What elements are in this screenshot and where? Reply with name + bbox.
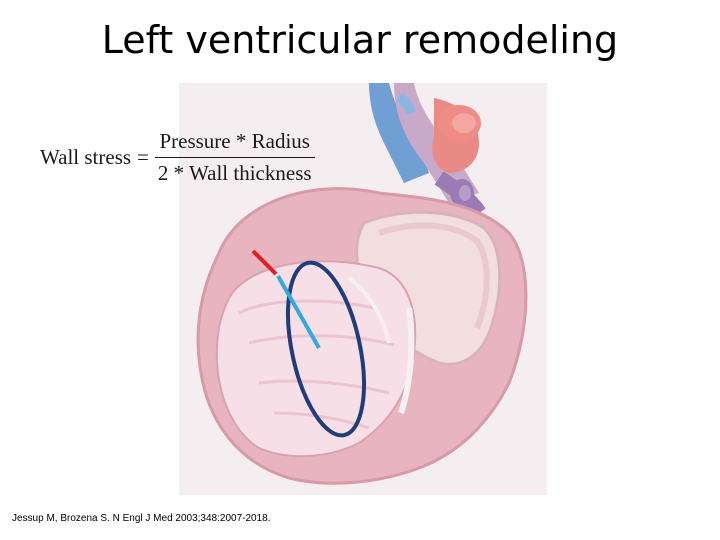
formula-denominator: 2 * Wall thickness xyxy=(157,160,312,185)
slide-title: Left ventricular remodeling xyxy=(101,18,619,62)
great-vessels xyxy=(369,83,486,218)
fraction-bar xyxy=(154,156,315,158)
ventricle-outline-ellipse xyxy=(286,260,366,438)
wall-stress-formula: Wall stress = Pressure * Radius 2 * Wall… xyxy=(40,122,315,192)
formula-equals: = xyxy=(137,144,149,169)
formula-lhs: Wall stress xyxy=(40,144,132,169)
heart-cross-section-illustration xyxy=(179,83,547,495)
radius-marker xyxy=(276,275,321,349)
left-ventricle-cavity xyxy=(215,260,417,458)
citation: Jessup M, Brozena S. N Engl J Med 2003;3… xyxy=(12,513,271,524)
wall-thickness-marker xyxy=(251,249,278,276)
formula-fraction: Pressure * Radius 2 * Wall thickness xyxy=(154,128,315,186)
formula-numerator: Pressure * Radius xyxy=(159,128,310,153)
